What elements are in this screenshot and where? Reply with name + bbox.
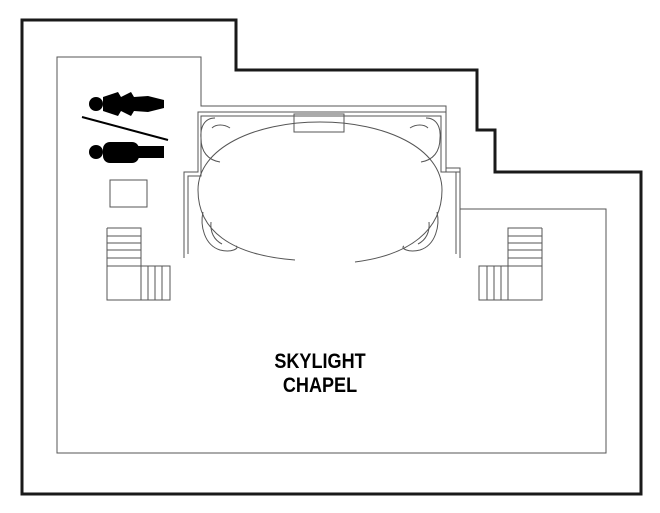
room-name-label: SKYLIGHT CHAPEL — [234, 350, 406, 398]
skylight-top-panel — [293, 113, 345, 133]
right-stairs — [478, 227, 543, 301]
skylight-structure — [183, 111, 461, 263]
outer-wall — [20, 18, 643, 496]
service-box — [109, 179, 148, 208]
room-name-line2: CHAPEL — [282, 374, 358, 397]
restroom-men-women-icon — [81, 92, 169, 163]
left-stairs — [106, 227, 171, 301]
skylight-oval — [197, 121, 443, 263]
room-name-line1: SKYLIGHT — [274, 350, 366, 373]
